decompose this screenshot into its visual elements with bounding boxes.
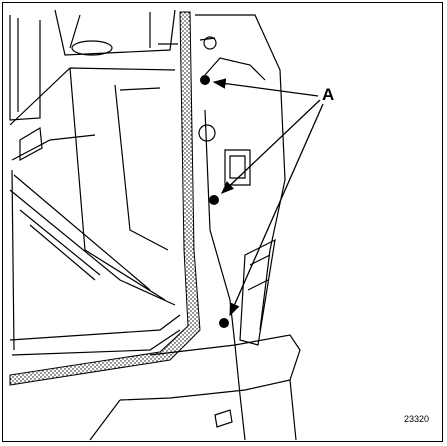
reference-number: 23320 xyxy=(404,414,430,424)
rear-pillar xyxy=(195,14,286,346)
fastener-marker-1 xyxy=(200,75,210,85)
fastener-marker-2 xyxy=(209,195,219,205)
callout-leaders xyxy=(212,78,324,317)
seat-back-outline xyxy=(9,9,178,121)
rear-bumper xyxy=(89,334,301,441)
leader-arrow-1 xyxy=(212,78,319,97)
leader-arrow-3 xyxy=(229,103,324,317)
fastener-marker-3 xyxy=(219,318,229,328)
door-seal-strip xyxy=(9,11,201,386)
callout-label: A xyxy=(322,85,335,104)
leader-arrow-2 xyxy=(221,99,321,194)
trunk-interior xyxy=(9,67,181,356)
